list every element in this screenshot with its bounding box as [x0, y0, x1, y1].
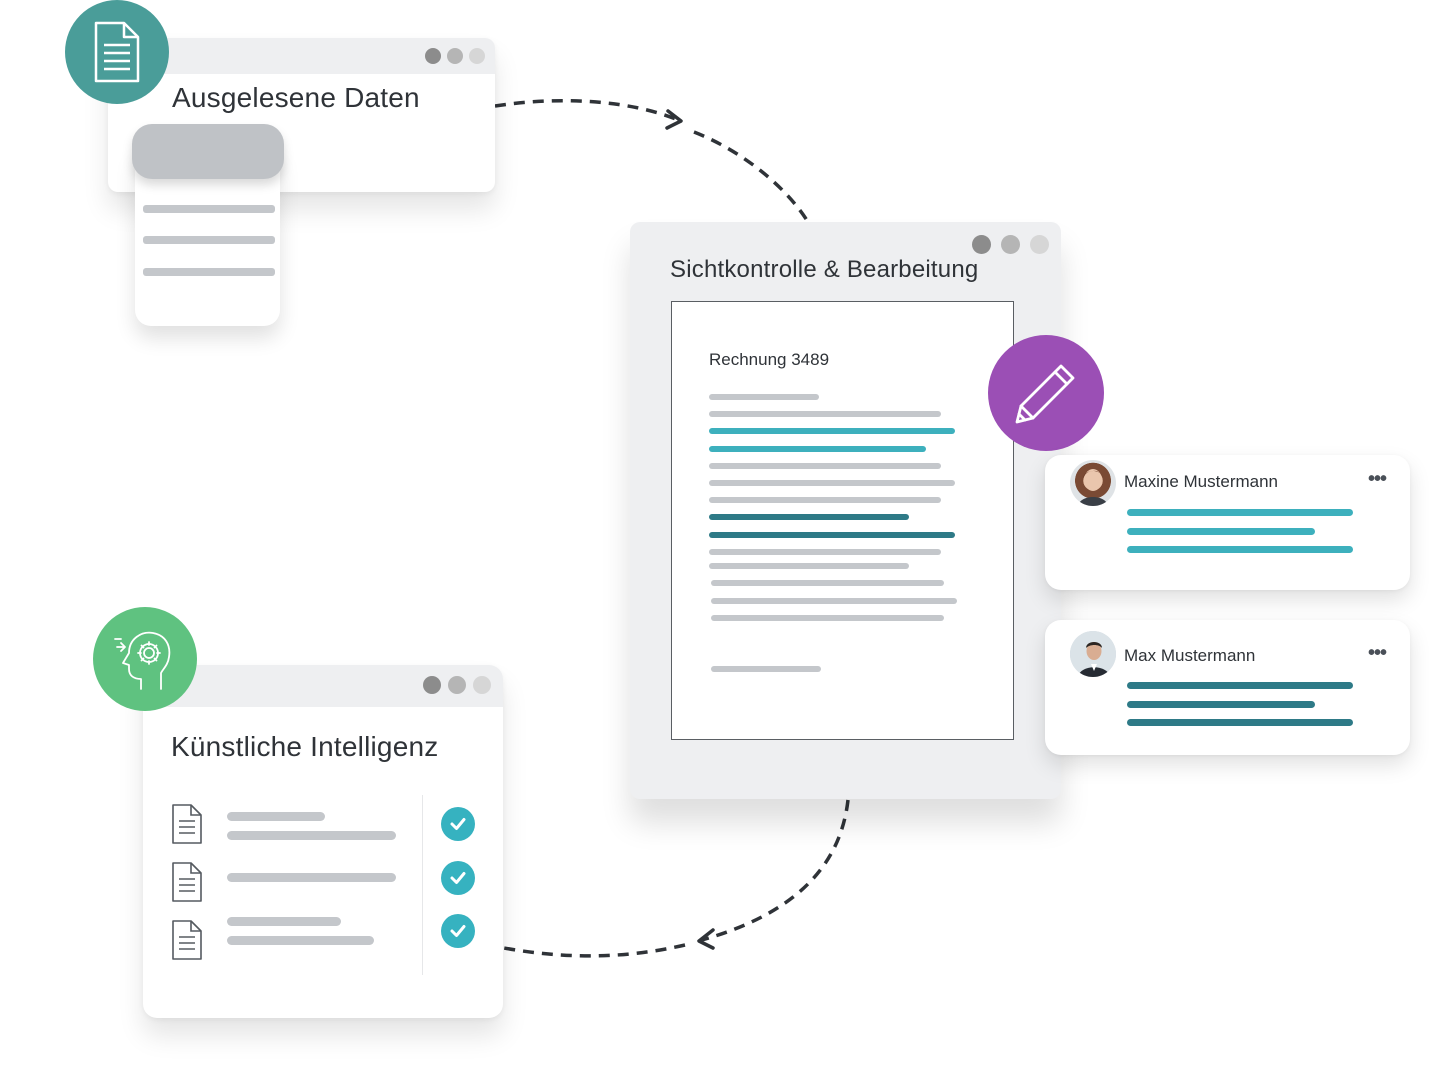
comment-line — [1127, 719, 1353, 726]
review-window-title: Sichtkontrolle & Bearbeitung — [670, 256, 979, 283]
ai-head-gear-icon — [114, 631, 171, 690]
window-dot — [448, 676, 466, 694]
window-titlebar — [143, 665, 503, 707]
text-line — [709, 463, 941, 469]
comment-line — [1127, 682, 1353, 689]
text-line — [709, 480, 955, 486]
text-line — [711, 580, 944, 586]
reviewer-card[interactable]: Maxine Mustermann ••• — [1045, 455, 1410, 590]
text-line — [709, 394, 819, 400]
arrow-segment-2 — [693, 130, 810, 223]
window-dot — [447, 48, 463, 64]
window-titlebar — [108, 38, 495, 74]
highlighted-line — [709, 532, 955, 538]
comment-line — [1127, 528, 1315, 535]
window-dot — [972, 235, 991, 254]
text-line — [709, 411, 941, 417]
window-dot — [1030, 235, 1049, 254]
text-line — [709, 549, 941, 555]
document-icon — [172, 920, 202, 960]
window-dot — [473, 676, 491, 694]
check-icon — [441, 807, 475, 841]
invoice-document: Rechnung 3489 — [671, 301, 1014, 740]
arrowhead-2 — [697, 928, 715, 950]
extracted-window-title: Ausgelesene Daten — [172, 82, 420, 113]
check-icon — [441, 861, 475, 895]
window-dot — [423, 676, 441, 694]
document-badge — [65, 0, 169, 104]
avatar — [1070, 631, 1116, 677]
check-icon — [441, 914, 475, 948]
list-line — [143, 268, 275, 276]
list-line — [143, 205, 275, 213]
ai-line — [227, 917, 341, 926]
highlighted-line — [709, 514, 909, 520]
ai-line — [227, 873, 396, 882]
text-line — [709, 497, 941, 503]
pencil-icon — [1015, 364, 1075, 424]
ai-window-title: Künstliche Intelligenz — [171, 731, 439, 762]
ai-badge — [93, 607, 197, 711]
arrowhead-1 — [665, 109, 683, 130]
arrow-review-to-ai — [701, 799, 850, 942]
comment-line — [1127, 546, 1353, 553]
review-window: Sichtkontrolle & Bearbeitung Rechnung 34… — [630, 222, 1061, 799]
arrow-extracted-to-review — [494, 98, 679, 122]
list-line — [143, 236, 275, 244]
invoice-title: Rechnung 3489 — [709, 350, 830, 369]
comment-line — [1127, 509, 1353, 516]
window-controls — [423, 676, 491, 694]
arrow-segment-4 — [503, 943, 686, 958]
text-line — [711, 666, 821, 672]
highlighted-line — [709, 446, 926, 452]
dropdown-list — [135, 150, 280, 326]
reviewer-name: Maxine Mustermann — [1124, 472, 1279, 491]
more-options-icon[interactable]: ••• — [1367, 468, 1387, 490]
more-options-icon[interactable]: ••• — [1367, 642, 1387, 664]
window-dot — [469, 48, 485, 64]
text-line — [709, 563, 909, 569]
reviewer-card[interactable]: Max Mustermann ••• — [1045, 620, 1410, 755]
window-dot — [425, 48, 441, 64]
ai-window: Künstliche Intelligenz — [143, 665, 503, 1018]
window-dot — [1001, 235, 1020, 254]
text-line — [711, 615, 944, 621]
dropdown-selector[interactable] — [132, 124, 284, 179]
reviewer-name: Max Mustermann — [1124, 646, 1256, 665]
document-icon — [94, 21, 140, 83]
ai-line — [227, 831, 396, 840]
avatar — [1070, 460, 1116, 506]
document-icon — [172, 862, 202, 902]
document-icon — [172, 804, 202, 844]
text-line — [711, 598, 957, 604]
edit-badge[interactable] — [988, 335, 1104, 451]
ai-line — [227, 812, 325, 821]
window-controls — [972, 235, 1049, 254]
comment-line — [1127, 701, 1315, 708]
window-controls — [425, 48, 485, 64]
highlighted-line — [709, 428, 955, 434]
ai-line — [227, 936, 374, 945]
status-divider — [422, 795, 423, 975]
